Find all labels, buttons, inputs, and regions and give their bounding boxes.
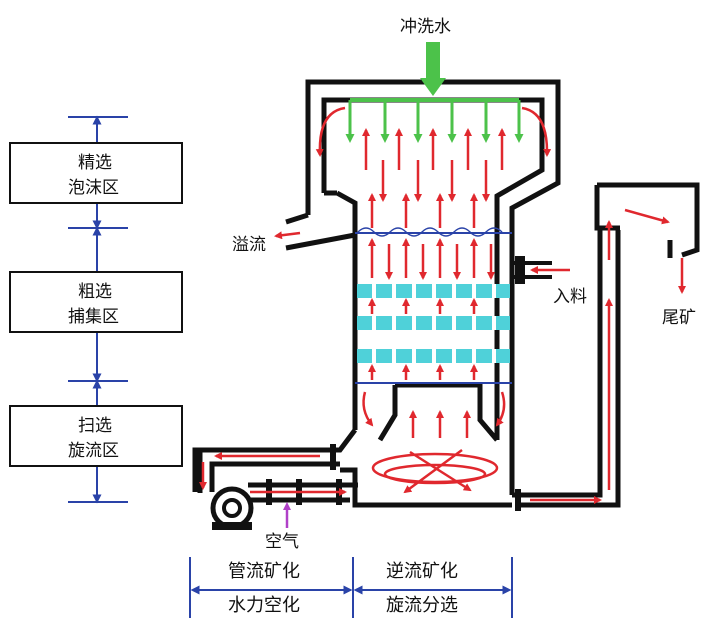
bottom-left-bottom: 水力空化 [228,595,300,616]
bottom-right-top: 逆流矿化 [386,561,458,582]
zone-3-line1: 扫选 [78,416,112,436]
flow-arrows [199,106,686,504]
packing-gaps [372,284,496,363]
bottom-right-bottom: 旋流分选 [386,595,458,616]
bottom-dimension [189,557,513,618]
pump [210,486,254,530]
recirculation-pipe [192,447,358,503]
zone-3-line2: 旋流区 [68,441,119,461]
overflow-label: 溢流 [232,235,266,255]
tailings-label: 尾矿 [662,308,696,328]
column-walls [197,79,700,508]
air-label: 空气 [265,532,299,552]
froth-interface [355,227,512,384]
zone-2-line2: 捕集区 [68,307,119,327]
wash-water-distributor [345,42,524,143]
zone-boxes [9,142,183,467]
zone-1-line1: 精选 [78,153,112,173]
feed-label: 入料 [553,287,587,307]
feed-pipe [512,256,552,284]
zone-2-line1: 粗选 [78,282,112,302]
bottom-left-top: 管流矿化 [228,561,300,582]
zone-1-line2: 泡沫区 [68,178,119,198]
wash-water-label: 冲洗水 [400,17,451,37]
